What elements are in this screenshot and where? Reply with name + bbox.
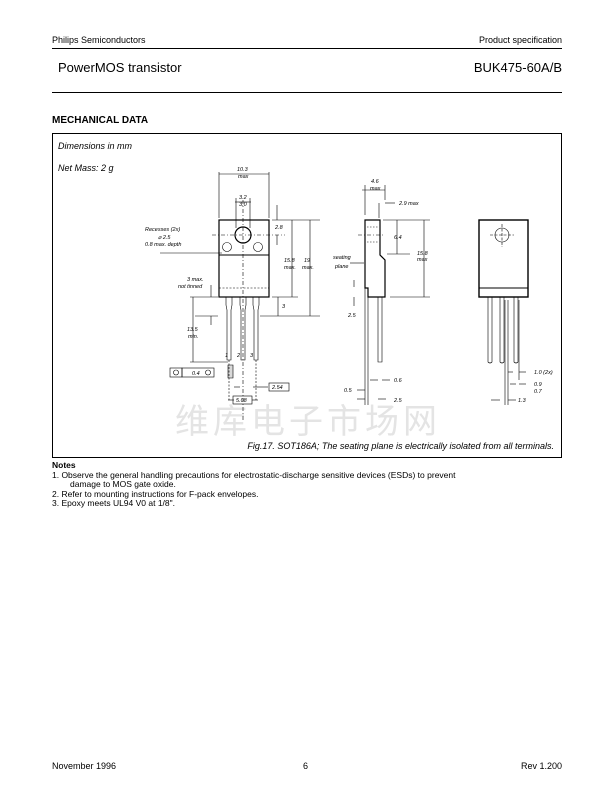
svg-text:1: 1 bbox=[225, 353, 228, 359]
svg-text:⌀ 2.5: ⌀ 2.5 bbox=[158, 235, 171, 241]
svg-text:3: 3 bbox=[282, 304, 286, 310]
svg-text:2.5: 2.5 bbox=[347, 313, 357, 319]
svg-text:0.5: 0.5 bbox=[344, 388, 353, 394]
svg-text:max: max bbox=[417, 257, 428, 263]
svg-text:max.: max. bbox=[302, 265, 314, 271]
note-3: 3. Epoxy meets UL94 V0 at 1/8". bbox=[52, 498, 176, 508]
svg-text:max: max bbox=[238, 174, 249, 180]
svg-text:3.2: 3.2 bbox=[239, 195, 247, 201]
notes: Notes 1. Observe the general handling pr… bbox=[52, 460, 456, 509]
page-number: 6 bbox=[303, 761, 309, 771]
svg-text:2.5: 2.5 bbox=[393, 398, 403, 404]
net-mass: Net Mass: 2 g bbox=[58, 163, 114, 173]
svg-text:seating: seating bbox=[333, 255, 352, 261]
watermark: 维库电子市场网 bbox=[175, 402, 441, 442]
figure-caption: Fig.17. SOT186A; The seating plane is el… bbox=[247, 441, 554, 451]
svg-text:10.3: 10.3 bbox=[237, 167, 249, 173]
svg-text:2: 2 bbox=[236, 353, 240, 359]
svg-text:plane: plane bbox=[334, 264, 348, 270]
side-view bbox=[350, 185, 430, 405]
svg-text:15.8: 15.8 bbox=[284, 258, 296, 264]
product-family: PowerMOS transistor bbox=[58, 60, 182, 75]
note-1: 1. Observe the general handling precauti… bbox=[52, 469, 456, 480]
note-2: 2. Refer to mounting instructions for F-… bbox=[52, 488, 259, 499]
svg-text:3: 3 bbox=[250, 353, 254, 359]
svg-text:6.4: 6.4 bbox=[394, 235, 402, 241]
back-view bbox=[478, 219, 529, 405]
svg-text:3 max.: 3 max. bbox=[187, 277, 204, 283]
svg-text:15.8: 15.8 bbox=[417, 251, 429, 257]
svg-text:1.3: 1.3 bbox=[518, 398, 527, 404]
section-title: MECHANICAL DATA bbox=[52, 115, 149, 126]
company-name: Philips Semiconductors bbox=[52, 35, 146, 45]
svg-text:not tinned: not tinned bbox=[178, 284, 203, 290]
svg-text:2.8: 2.8 bbox=[274, 225, 284, 231]
svg-text:13.5: 13.5 bbox=[187, 327, 199, 333]
svg-text:Recesses (2x): Recesses (2x) bbox=[145, 227, 180, 233]
svg-text:min.: min. bbox=[188, 334, 198, 340]
part-number: BUK475-60A/B bbox=[473, 60, 562, 75]
note-1-cont: damage to MOS gate oxide. bbox=[70, 479, 176, 489]
doc-type: Product specification bbox=[478, 35, 562, 45]
svg-text:4.6: 4.6 bbox=[371, 179, 380, 185]
svg-text:3.0: 3.0 bbox=[239, 202, 248, 208]
notes-title: Notes bbox=[52, 460, 76, 470]
svg-text:0.9: 0.9 bbox=[534, 382, 542, 388]
svg-text:19: 19 bbox=[304, 258, 310, 264]
svg-text:0.6: 0.6 bbox=[394, 378, 403, 384]
header-rule bbox=[52, 48, 562, 49]
front-view bbox=[160, 172, 320, 420]
svg-text:2.9 max: 2.9 max bbox=[398, 201, 419, 207]
footer-date: November 1996 bbox=[52, 761, 117, 771]
svg-text:max.: max. bbox=[284, 265, 296, 271]
svg-text:2.54: 2.54 bbox=[271, 385, 283, 391]
svg-text:1.0 (2x): 1.0 (2x) bbox=[534, 370, 553, 376]
figure-frame bbox=[52, 133, 562, 458]
svg-text:0.8 max. depth: 0.8 max. depth bbox=[145, 242, 181, 248]
svg-text:5.08: 5.08 bbox=[236, 398, 248, 404]
header-rule-2 bbox=[52, 92, 562, 93]
revision: Rev 1.200 bbox=[520, 761, 562, 771]
dimensions-note: Dimensions in mm bbox=[58, 141, 133, 151]
svg-text:0.4: 0.4 bbox=[192, 371, 200, 377]
back-view-labels: 1.0 (2x) 0.9 0.7 1.3 bbox=[518, 370, 553, 404]
svg-text:0.7: 0.7 bbox=[534, 389, 543, 395]
svg-text:max: max bbox=[370, 186, 381, 192]
